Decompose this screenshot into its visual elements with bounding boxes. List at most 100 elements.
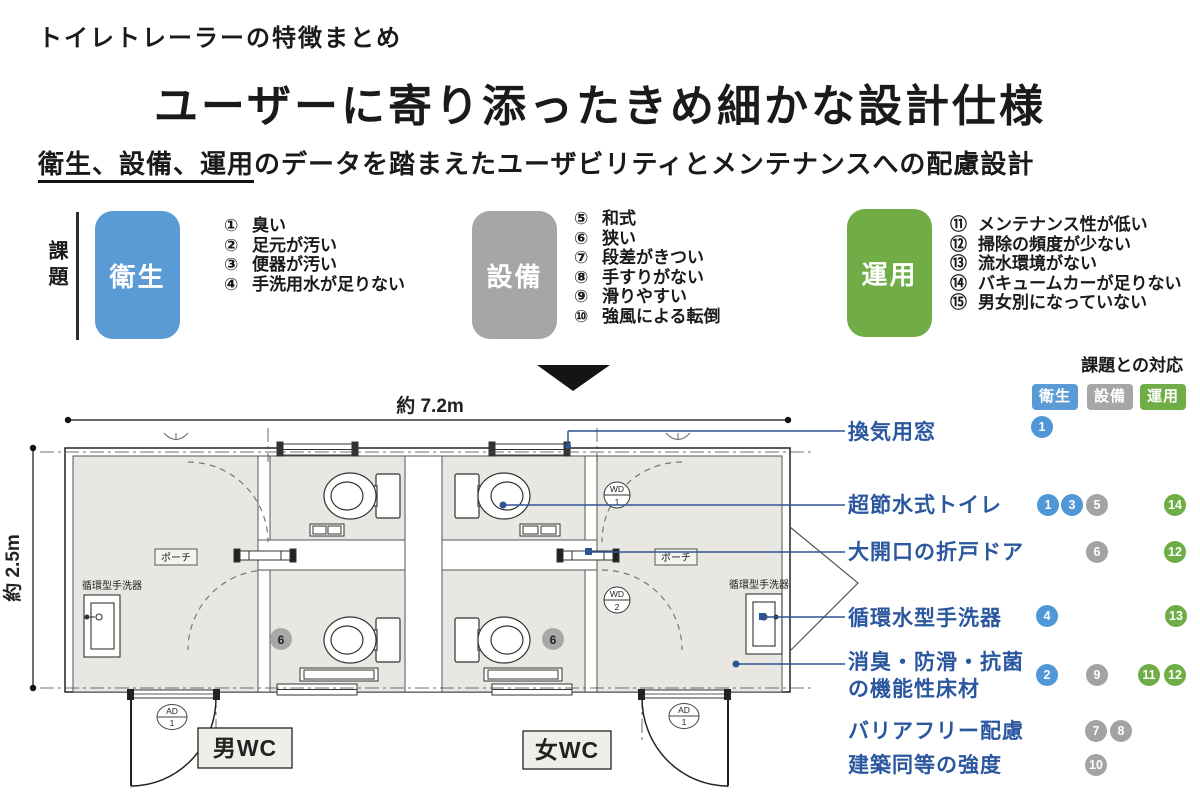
wd1-marker: WD 1	[603, 481, 631, 509]
wd1-label: WD	[610, 484, 624, 494]
issue-text: 強風による転倒	[602, 306, 721, 326]
feature-label-folding-door: 大開口の折戸ドア	[848, 541, 1024, 564]
issue-badge: 10	[1085, 754, 1107, 776]
sink-left	[83, 594, 121, 658]
issue-text: 流水環境がない	[978, 254, 1097, 273]
porch-label-left: ポーチ	[154, 548, 198, 566]
sink-label-left: 循環型手洗器	[82, 579, 142, 592]
issue-text: 滑りやすい	[602, 287, 687, 306]
toilet-top-left	[323, 472, 401, 520]
legend-title: 課題との対応	[1081, 356, 1183, 375]
subtitle-rest: のデータを踏まえたユーザビリティとメンテナンスへの配慮設計	[254, 149, 1035, 179]
room-label-men-text: 男WC	[213, 735, 277, 761]
issue-number: ⑧	[574, 267, 589, 287]
page-title: トイレトレーラーの特徴まとめ	[38, 25, 402, 52]
door-swing-arcs	[187, 461, 683, 651]
issue-badge: 14	[1164, 494, 1186, 516]
bottom-louvers	[276, 683, 573, 696]
issue-badge: 2	[1036, 664, 1058, 686]
plan-badge-6-left: 6	[270, 628, 292, 650]
ad-marker-left: AD 1	[156, 704, 188, 730]
issue-badge: 1	[1037, 494, 1059, 516]
dimension-width-label: 約 7.2m	[396, 394, 464, 417]
issue-badge: 12	[1164, 541, 1186, 563]
feature-label-barrier-free: バリアフリー配慮	[848, 720, 1024, 743]
issue-text: 狭い	[602, 228, 636, 248]
issue-text: 段差がきつい	[602, 248, 704, 267]
trailer-hitch	[789, 526, 859, 652]
issue-text: 足元が汚い	[252, 235, 337, 255]
feature-label-water-saving-toilet: 超節水式トイレ	[848, 494, 1002, 517]
issue-group-operation: 運用	[847, 209, 932, 337]
ad-right-label: AD	[678, 705, 690, 715]
legend-badge-operation: 運用	[1140, 384, 1186, 410]
entry-door-left	[127, 689, 220, 787]
issue-number: ⑦	[574, 248, 589, 267]
issue-item: ② 足元が汚い	[224, 236, 405, 256]
ad-marker-right: AD 1	[668, 703, 700, 729]
issue-text: 男女別になっていない	[978, 293, 1148, 312]
issue-number: ④	[224, 274, 239, 294]
issues-side-label: 課題	[45, 240, 67, 292]
room-label-men: 男WC	[197, 727, 293, 769]
wd1-number: 1	[615, 497, 620, 507]
issue-text: 臭い	[252, 216, 286, 235]
entry-door-right	[638, 689, 731, 787]
sink-right	[745, 593, 783, 655]
issue-badge: 8	[1110, 720, 1132, 742]
divider	[76, 212, 79, 340]
plan-badge-6-right-text: 6	[550, 633, 557, 647]
floor-plan: 約 7.2m 約 2.5m	[1, 365, 859, 788]
issue-number: ⑭	[950, 273, 967, 293]
issue-badge: 3	[1061, 494, 1083, 516]
issue-text: 和式	[602, 209, 636, 228]
porch-label-right: ポーチ	[654, 548, 698, 566]
ad-right-number: 1	[682, 717, 687, 727]
issue-number: ③	[224, 255, 239, 274]
feature-label-functional-flooring-line2: の機能性床材	[848, 678, 980, 701]
dimension-width	[64, 416, 792, 424]
issue-badge: 11	[1138, 664, 1160, 686]
room-label-women-text: 女WC	[535, 737, 599, 763]
issue-badge: 9	[1086, 664, 1108, 686]
ad-left-label: AD	[166, 706, 178, 716]
subtitle-underlined: 衛生、設備、運用	[38, 149, 255, 183]
dimension-height-label: 約 2.5m	[1, 534, 24, 602]
wd2-marker: WD 2	[603, 586, 631, 614]
issue-item: ⑬ 流水環境がない	[950, 254, 1182, 274]
vent-windows	[276, 441, 571, 457]
subtitle: 衛生、設備、運用のデータを踏まえたユーザビリティとメンテナンスへの配慮設計	[38, 144, 1035, 183]
trailer-body	[64, 447, 791, 693]
issue-number: ②	[224, 235, 239, 255]
issue-text: メンテナンス性が低い	[978, 215, 1148, 234]
issue-number: ⑬	[950, 254, 967, 273]
issue-number: ⑩	[574, 306, 589, 326]
issue-item: ⑦ 段差がきつい	[574, 248, 721, 268]
issue-item: ⑨ 滑りやすい	[574, 287, 721, 307]
issue-group-equipment: 設備	[472, 211, 557, 339]
issue-badge: 12	[1164, 664, 1186, 686]
issue-number: ①	[224, 216, 239, 235]
legend-badge-hygiene: 衛生	[1032, 384, 1078, 410]
wd2-label: WD	[610, 589, 624, 599]
toilet-bottom-right	[454, 616, 531, 664]
issue-number: ⑫	[950, 234, 967, 254]
sink-label-right: 循環型手洗器	[729, 578, 789, 591]
roof-vent-icons	[163, 432, 691, 440]
issue-number: ⑮	[950, 293, 967, 312]
issue-badge: 6	[1086, 541, 1108, 563]
issue-badge: 13	[1165, 605, 1187, 627]
issue-badge: 5	[1086, 494, 1108, 516]
plan-badge-6-right: 6	[542, 628, 564, 650]
issue-number: ⑨	[574, 287, 589, 306]
wd2-number: 2	[615, 602, 620, 612]
issue-item: ⑮ 男女別になっていない	[950, 293, 1182, 313]
